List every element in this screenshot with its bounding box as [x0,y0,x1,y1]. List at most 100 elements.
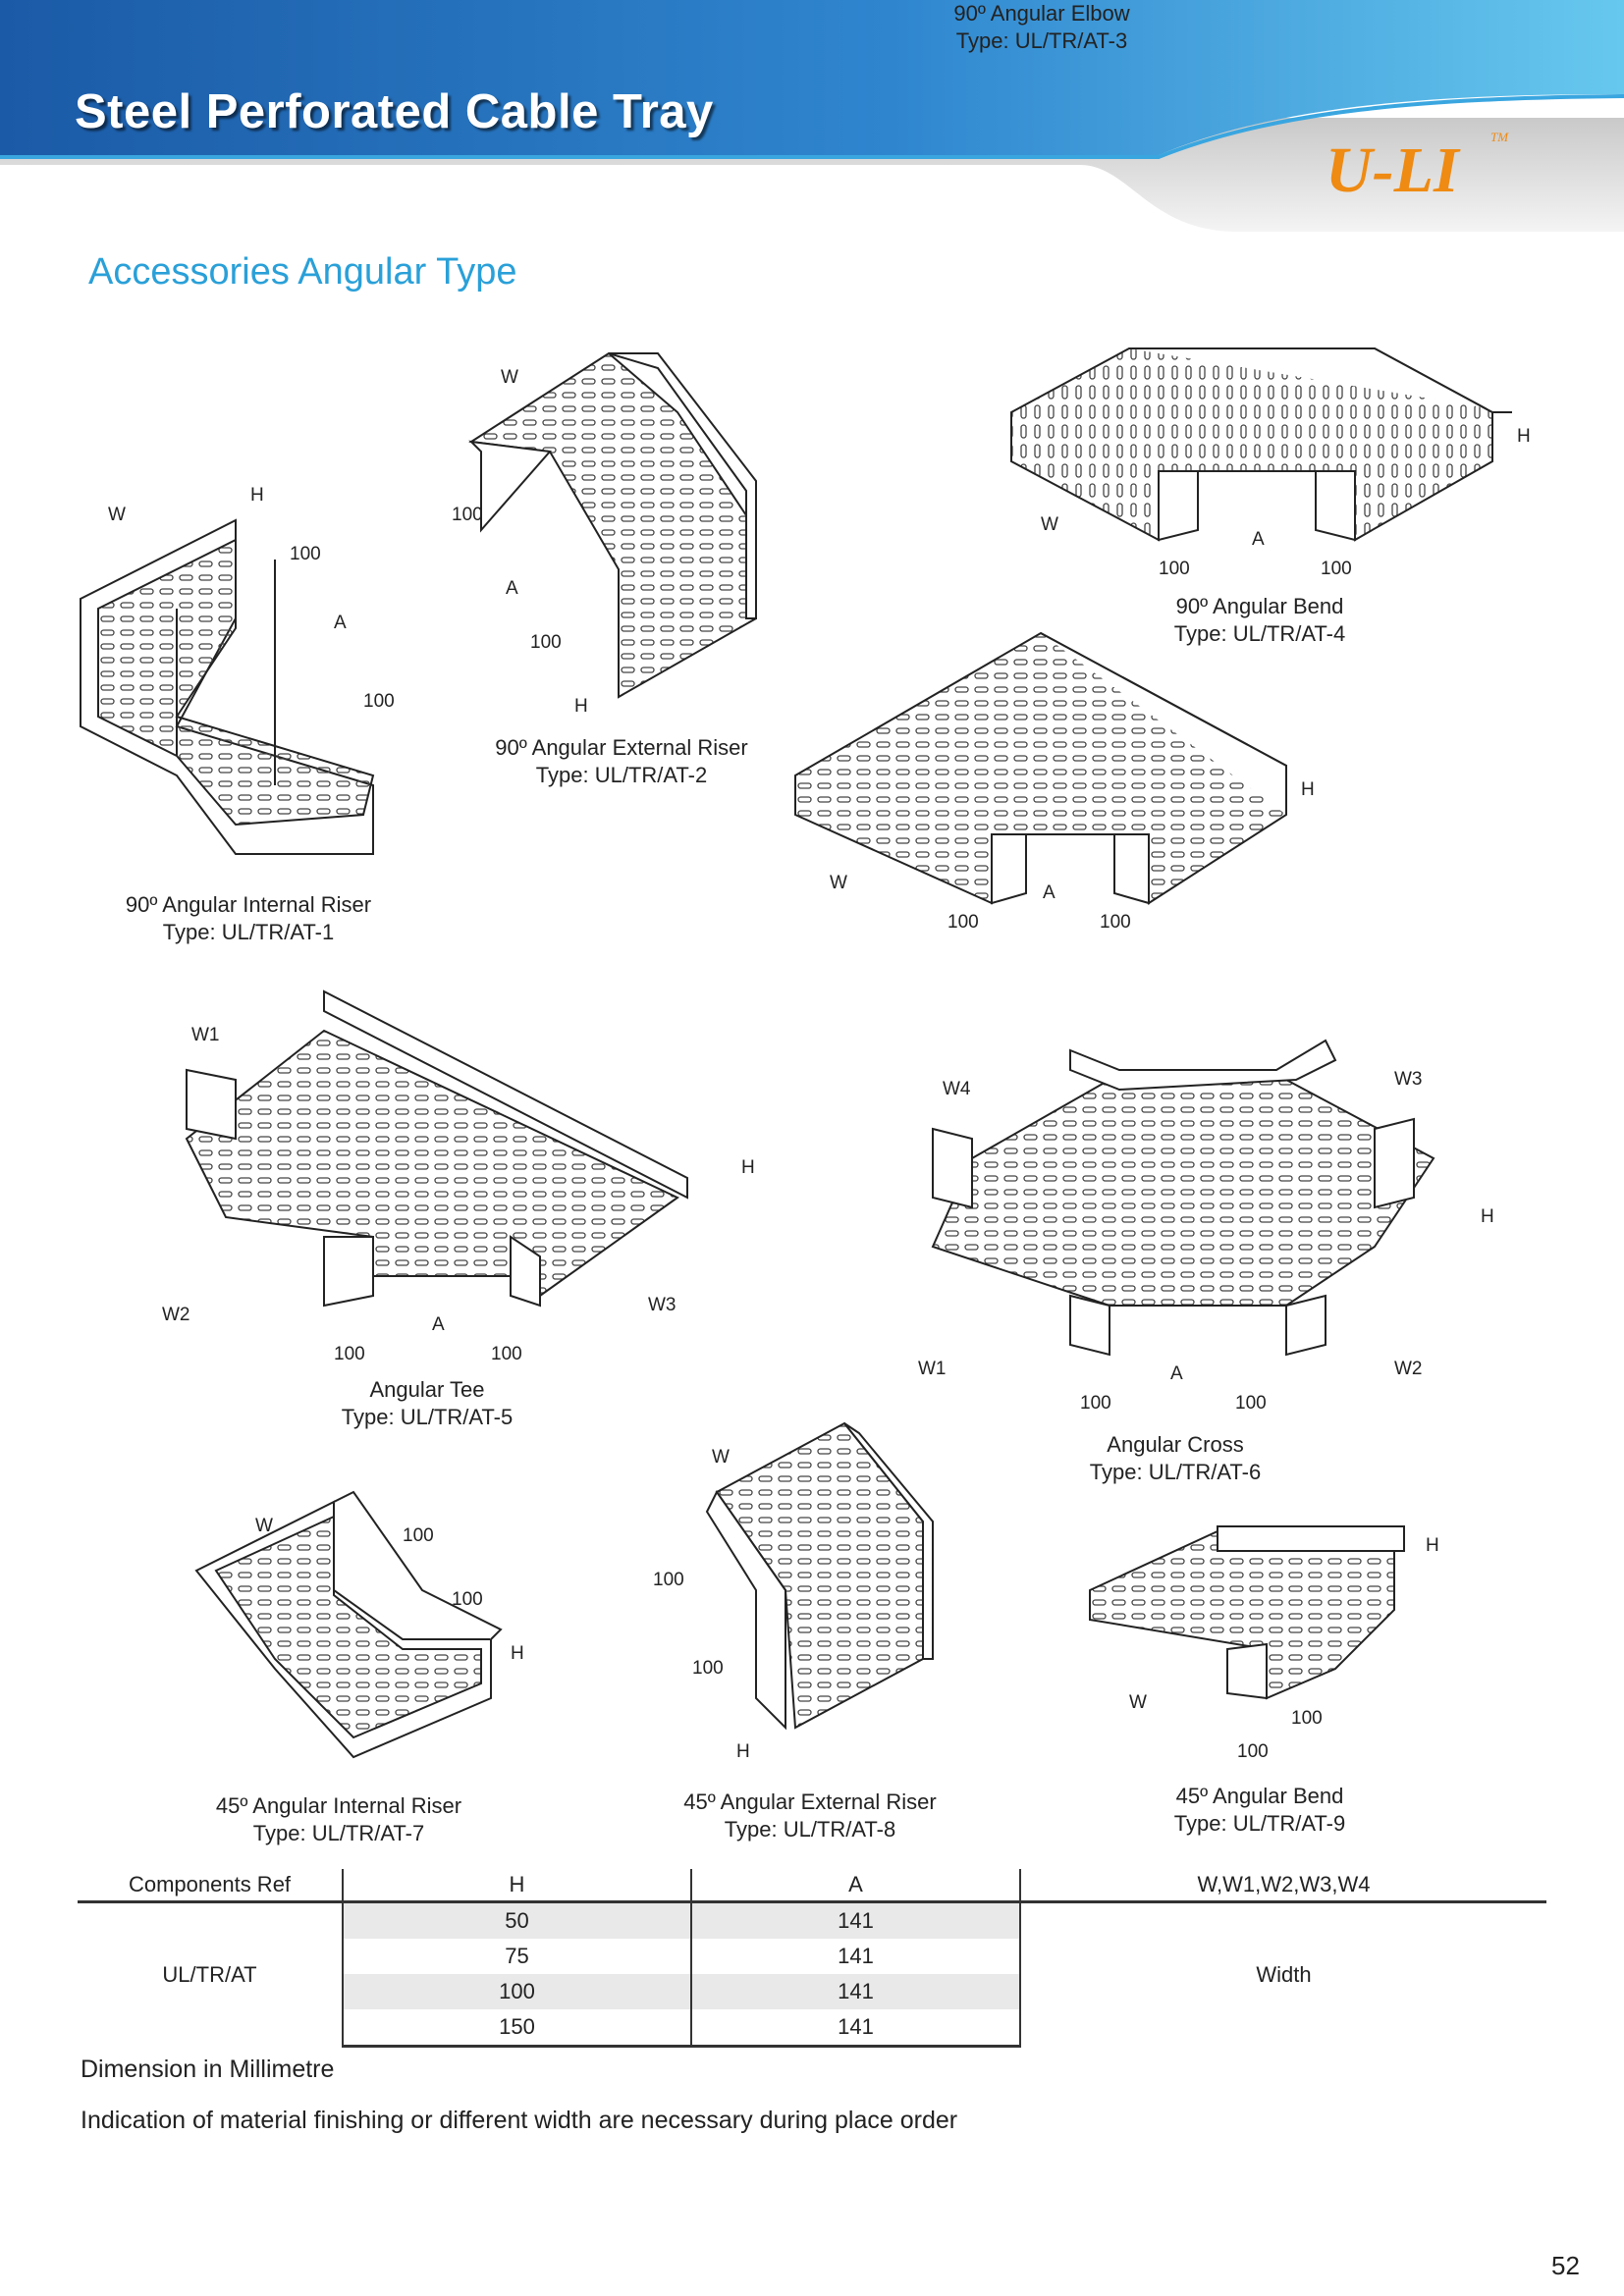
h-cell: 150 [342,2009,691,2048]
caption-at-5: Angular Tee Type: UL/TR/AT-5 [275,1376,579,1431]
caption-at-8: 45º Angular External Riser Type: UL/TR/A… [658,1789,962,1843]
a-cell: 141 [690,1974,1020,2009]
col-header-h: H [342,1869,691,1903]
dim-w: W [108,505,126,525]
angular-bend-90-drawing: W A 100 100 H [1010,347,1531,579]
note-ordering: Indication of material finishing or diff… [81,2107,958,2134]
dim-100-top: 100 [290,544,321,564]
product-type: Type: UL/TR/AT-5 [341,1405,514,1429]
dim-w2: W2 [162,1305,190,1325]
product-type: Type: UL/TR/AT-6 [1089,1460,1262,1484]
dim-a: A [1043,882,1056,903]
product-name: 90º Angular External Riser [495,735,748,760]
dim-h: H [1301,779,1315,800]
dim-h: H [574,696,588,717]
dim-w3: W3 [648,1295,677,1315]
table-row: 75 141 [78,1939,1546,1974]
dim-w: W [255,1516,273,1536]
section-title: Accessories Angular Type [88,251,517,293]
product-type: Type: UL/TR/AT-8 [724,1817,896,1842]
dim-a: A [506,578,518,599]
dim-a: A [334,613,347,633]
product-name: 90º Angular Internal Riser [125,892,372,917]
angular-tee-drawing: W1 W2 W3 H A 100 100 [162,989,755,1364]
dim-100-left: 100 [334,1344,365,1364]
width-cell: Width [1019,1901,1546,2047]
product-name: 45º Angular Internal Riser [215,1793,462,1818]
h-cell: 50 [342,1901,691,1939]
page-number: 52 [1551,2251,1580,2280]
dim-a: A [1252,529,1265,550]
dim-w: W [1129,1692,1147,1713]
product-type: Type: UL/TR/AT-7 [252,1821,425,1845]
external-riser-90-drawing: W 100 A 100 H [452,351,757,717]
dim-w4: W4 [943,1079,971,1099]
caption-at-3: 90º Angular Elbow Type: UL/TR/AT-3 [890,0,1194,55]
product-name: Angular Cross [1107,1432,1244,1457]
caption-at-4: 90º Angular Bend Type: UL/TR/AT-4 [1108,593,1412,648]
dim-h: H [1481,1206,1494,1227]
dim-h: H [741,1157,755,1178]
external-riser-45-drawing: W 100 100 H [653,1421,934,1762]
header-banner [0,0,1624,232]
a-cell: 141 [690,2009,1020,2048]
dim-100-top: 100 [452,505,483,525]
page-header: Steel Perforated Cable Tray U-LI TM [0,0,1624,236]
caption-at-2: 90º Angular External Riser Type: UL/TR/A… [469,734,774,789]
dim-100-left: 100 [947,912,979,933]
dim-w: W [501,367,518,388]
dim-100-bottom: 100 [363,691,395,712]
angular-cross-drawing: W4 W3 W1 W2 H A 100 100 [918,1039,1494,1414]
dim-w: W [712,1447,730,1468]
dim-100-left: 100 [1080,1393,1111,1414]
table-header-row: Components Ref H A W,W1,W2,W3,W4 [78,1869,1546,1903]
brand-logo: U-LI [1326,134,1459,206]
col-header-components-ref: Components Ref [78,1869,343,1903]
table-row: 150 141 [78,2009,1546,2048]
trademark-mark: TM [1490,130,1509,144]
product-name: 45º Angular Bend [1175,1784,1344,1808]
dim-w1: W1 [918,1359,947,1379]
h-cell: 75 [342,1939,691,1974]
product-type: Type: UL/TR/AT-9 [1173,1811,1346,1836]
table-row: UL/TR/AT 50 141 Width [78,1901,1546,2047]
caption-at-9: 45º Angular Bend Type: UL/TR/AT-9 [1108,1783,1412,1838]
dim-w1: W1 [191,1025,220,1045]
product-type: Type: UL/TR/AT-2 [535,763,708,787]
dim-100-right: 100 [1291,1708,1323,1729]
note-units: Dimension in Millimetre [81,2056,335,2083]
dim-100-top: 100 [403,1525,434,1546]
dim-h: H [1426,1535,1439,1556]
product-name: Angular Tee [369,1377,485,1402]
dim-h: H [736,1741,750,1762]
dim-a: A [432,1314,445,1335]
dim-w2: W2 [1394,1359,1423,1379]
dim-100-top: 100 [653,1570,684,1590]
dim-100-bottom: 100 [1237,1741,1269,1762]
dim-a: A [1170,1363,1183,1384]
dim-100-bottom: 100 [692,1658,724,1679]
components-ref-cell: UL/TR/AT [162,1961,257,1987]
product-name: 90º Angular Bend [1175,594,1344,618]
dim-h: H [250,485,264,506]
table-row: 100 141 [78,1974,1546,2009]
dim-100-right: 100 [1100,912,1131,933]
a-cell: 141 [690,1901,1020,1939]
dim-100-right: 100 [491,1344,522,1364]
internal-riser-45-drawing: W 100 100 H [194,1490,524,1759]
dim-w3: W3 [1394,1069,1423,1090]
col-header-a: A [690,1869,1020,1903]
product-type: Type: UL/TR/AT-3 [955,28,1128,53]
col-header-width: W,W1,W2,W3,W4 [1019,1869,1546,1903]
angular-bend-45-drawing: W H 100 100 [1089,1525,1439,1762]
dimension-table: Components Ref H A W,W1,W2,W3,W4 UL/TR/A… [78,1869,1546,2048]
a-cell: 141 [690,1939,1020,1974]
dim-h: H [1517,426,1531,447]
product-name: 90º Angular Elbow [953,1,1130,26]
product-type: Type: UL/TR/AT-4 [1173,621,1346,646]
dim-100-right: 100 [1321,559,1352,579]
dim-100-left: 100 [1159,559,1190,579]
caption-at-6: Angular Cross Type: UL/TR/AT-6 [1023,1431,1327,1486]
internal-riser-90-drawing: W H 100 A 100 [80,485,395,855]
dim-100-right: 100 [1235,1393,1267,1414]
